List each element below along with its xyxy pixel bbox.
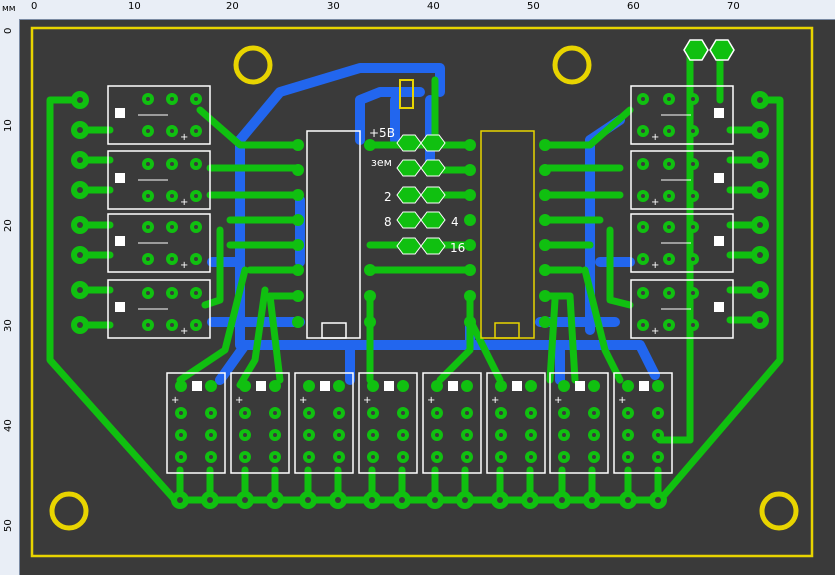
svg-text:+: + [299,395,307,406]
relay-module[interactable]: + [549,372,609,474]
silk-label-5v: +5В [369,126,395,140]
svg-text:+: + [180,326,188,337]
relay-module[interactable]: + [107,85,211,145]
svg-text:+: + [618,395,626,406]
svg-text:+: + [180,197,188,208]
ruler-x-label: 40 [427,1,440,12]
resistor-outline[interactable] [399,79,414,109]
relay-module[interactable]: + [107,150,211,210]
svg-text:+: + [235,395,243,406]
ruler-x-label: 0 [31,1,38,12]
relay-module[interactable]: + [630,279,734,339]
ruler-y-label: 50 [3,519,14,532]
silk-label-8: 8 [384,215,392,229]
ruler-vertical [0,0,20,575]
ruler-x-label: 50 [527,1,540,12]
ruler-y-label: 20 [3,219,14,232]
ruler-x-label: 60 [627,1,640,12]
ruler-unit-label: мм [0,0,26,19]
relay-module[interactable]: + [613,372,673,474]
svg-text:+: + [491,395,499,406]
ic-pins [292,139,551,328]
pcb-canvas[interactable]: +5В зем 2 8 4 16 + + + + + + + + + + + + + + + + [20,20,835,575]
svg-text:+: + [363,395,371,406]
power-connector[interactable] [683,39,735,61]
relay-module[interactable]: + [166,372,226,474]
silk-label-ground: зем [371,156,392,169]
silk-label-2: 2 [384,190,392,204]
svg-text:+: + [651,132,659,143]
svg-text:+: + [180,260,188,271]
mount-hole-icon [759,491,799,531]
relay-module[interactable]: + [107,279,211,339]
ruler-x-label: 20 [226,1,239,12]
ruler-x-label: 30 [327,1,340,12]
relay-module[interactable]: + [107,213,211,273]
jumper-header[interactable] [396,134,446,255]
svg-text:+: + [171,395,179,406]
ruler-horizontal [0,0,835,20]
relay-module[interactable]: + [630,150,734,210]
ruler-y-label: 30 [3,319,14,332]
relay-module[interactable]: + [294,372,354,474]
relay-module[interactable]: + [630,85,734,145]
ruler-y-label: 0 [3,27,14,34]
mount-hole-icon [233,45,273,85]
relay-module[interactable]: + [358,372,418,474]
svg-text:+: + [427,395,435,406]
pad-holes [77,97,763,503]
relay-module[interactable]: + [230,372,290,474]
silk-label-16: 16 [450,241,465,255]
ruler-x-label: 10 [128,1,141,12]
ruler-y-label: 10 [3,119,14,132]
svg-text:+: + [554,395,562,406]
relay-module[interactable]: + [486,372,546,474]
relay-module[interactable]: + [630,213,734,273]
mount-hole-icon [552,45,592,85]
mount-hole-icon [49,491,89,531]
relay-footprints: + + + + + + + + + + + + + + + + [107,85,734,474]
svg-text:+: + [180,132,188,143]
svg-text:+: + [651,326,659,337]
ic-right[interactable] [480,130,535,339]
ruler-x-label: 70 [727,1,740,12]
svg-text:+: + [651,260,659,271]
silk-label-4: 4 [451,215,459,229]
board-outline [30,26,814,558]
ruler-y-label: 40 [3,419,14,432]
ic-left[interactable] [306,130,361,339]
relay-module[interactable]: + [422,372,482,474]
svg-text:+: + [651,197,659,208]
